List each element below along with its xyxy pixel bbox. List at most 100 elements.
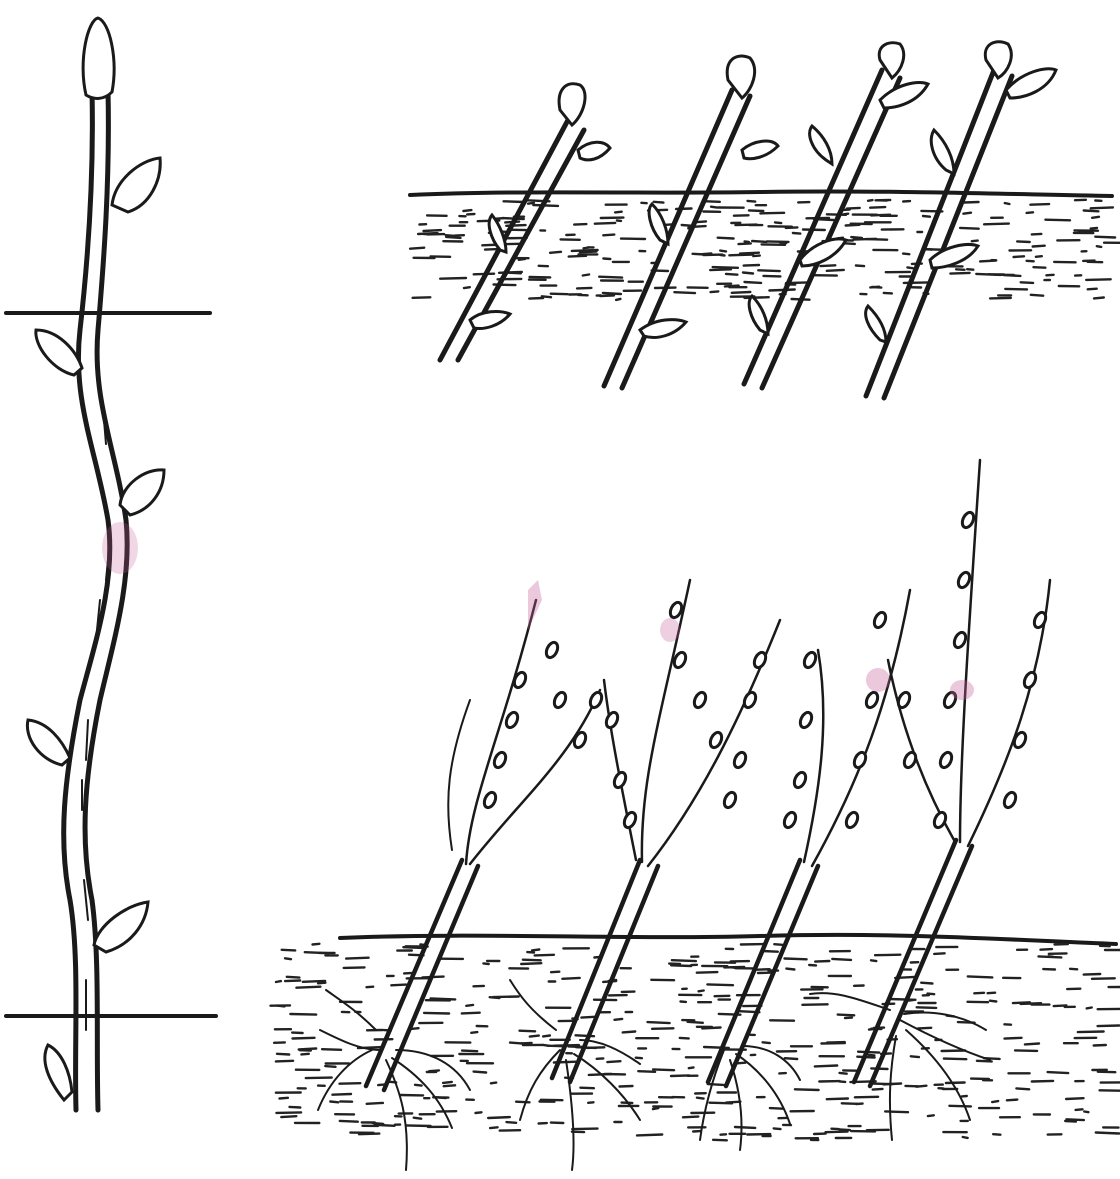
soil-dash bbox=[903, 254, 909, 255]
soil-dash bbox=[1092, 978, 1115, 979]
soil-dash bbox=[757, 969, 769, 970]
soil-dash bbox=[583, 275, 589, 276]
soil-dash bbox=[870, 207, 885, 208]
branch-bud bbox=[732, 751, 748, 770]
soil-dash bbox=[1096, 1133, 1119, 1134]
soil-dash bbox=[964, 202, 978, 203]
soil-dash bbox=[786, 969, 794, 970]
soil-dash bbox=[923, 216, 930, 217]
soil-dash bbox=[504, 201, 524, 202]
soil-dash bbox=[774, 1128, 781, 1129]
soil-dash bbox=[332, 1094, 351, 1095]
soil-dash bbox=[764, 276, 781, 277]
soil-dash bbox=[758, 270, 779, 271]
soil-dash bbox=[1045, 220, 1070, 221]
branch-bud bbox=[872, 611, 888, 630]
soil-dash bbox=[637, 1135, 662, 1136]
soil-dash bbox=[603, 259, 610, 260]
soil-dash bbox=[946, 1083, 965, 1084]
soil-surface-line-upper bbox=[410, 191, 1112, 196]
branch-bud bbox=[896, 691, 912, 710]
soil-dash bbox=[949, 1106, 971, 1107]
soil-dash bbox=[974, 993, 984, 994]
soil-dash bbox=[1005, 203, 1010, 204]
soil-dash bbox=[918, 1028, 931, 1029]
soil-dash bbox=[572, 250, 598, 251]
soil-dash bbox=[306, 1078, 332, 1079]
soil-dash bbox=[623, 1032, 636, 1033]
soil-dash bbox=[1098, 1072, 1116, 1073]
soil-dash bbox=[424, 230, 442, 231]
soil-dash bbox=[1032, 1081, 1053, 1082]
tint-blotches bbox=[528, 580, 974, 700]
soil-dash bbox=[325, 1066, 335, 1067]
soil-dash bbox=[615, 1019, 623, 1020]
soil-dash bbox=[285, 981, 300, 982]
soil-dash bbox=[963, 213, 971, 214]
soil-dash bbox=[990, 298, 1011, 299]
soil-dash bbox=[884, 293, 892, 294]
soil-dash bbox=[793, 233, 800, 234]
soil-dash bbox=[290, 1014, 316, 1015]
branch-bud bbox=[802, 651, 818, 670]
branch-bud bbox=[752, 651, 768, 670]
soil-dash bbox=[725, 286, 739, 287]
soil-dash bbox=[520, 1031, 536, 1032]
soil-dash bbox=[1067, 1119, 1084, 1120]
soil-dash bbox=[276, 981, 281, 982]
soil-dash bbox=[493, 997, 519, 998]
branch-bud bbox=[552, 691, 568, 710]
soil-dash bbox=[752, 241, 766, 242]
soil-dash bbox=[689, 1067, 694, 1068]
soil-dash bbox=[344, 967, 365, 968]
soil-dash bbox=[281, 1116, 296, 1117]
soil-dash bbox=[620, 1086, 633, 1087]
soil-dash bbox=[340, 1083, 361, 1084]
soil-dash bbox=[972, 241, 978, 242]
soil-dash bbox=[740, 253, 759, 254]
rooted-cutting-2 bbox=[510, 580, 780, 1170]
soil-dash bbox=[584, 248, 589, 249]
soil-dash bbox=[868, 200, 872, 201]
soil-dash bbox=[873, 1089, 883, 1090]
soil-dash bbox=[607, 1061, 620, 1062]
soil-dash bbox=[410, 248, 424, 249]
soil-dash bbox=[767, 241, 789, 242]
soil-dash bbox=[277, 1054, 289, 1055]
soil-dash bbox=[1070, 969, 1077, 970]
soil-dash bbox=[462, 1051, 477, 1052]
branch-bud bbox=[742, 691, 758, 710]
branch-bud bbox=[1022, 671, 1038, 690]
soil-dash bbox=[1041, 949, 1053, 950]
soil-dash bbox=[547, 1046, 562, 1047]
soil-dash bbox=[1025, 1044, 1039, 1045]
soil-dash bbox=[1091, 228, 1097, 229]
soil-dash bbox=[855, 1097, 878, 1098]
soil-dash bbox=[890, 999, 915, 1000]
soil-dash bbox=[1046, 275, 1053, 276]
soil-dash bbox=[1066, 1098, 1083, 1099]
soil-dash bbox=[523, 960, 541, 961]
soil-dash bbox=[671, 1075, 689, 1076]
soil-dash bbox=[743, 273, 753, 274]
soil-dash bbox=[671, 965, 691, 966]
soil-dash bbox=[827, 270, 844, 271]
soil-dash bbox=[950, 273, 969, 274]
cane-bud-1 bbox=[112, 158, 160, 212]
branch-bud bbox=[952, 631, 968, 650]
branch-bud bbox=[844, 811, 860, 830]
soil-dash bbox=[580, 1088, 594, 1089]
soil-dash bbox=[276, 1061, 293, 1062]
soil-dash bbox=[934, 953, 944, 954]
soil-dash bbox=[1021, 282, 1033, 283]
branch-bud bbox=[588, 691, 604, 710]
soil-dash bbox=[871, 960, 876, 961]
planted-cutting-2 bbox=[604, 56, 778, 388]
soil-dash bbox=[960, 228, 979, 229]
soil-dash bbox=[832, 959, 851, 960]
soil-dash bbox=[992, 1101, 998, 1102]
branch-bud bbox=[622, 811, 638, 830]
soil-dash bbox=[697, 1098, 704, 1099]
soil-dash bbox=[785, 1058, 797, 1059]
soil-dash bbox=[851, 237, 862, 238]
